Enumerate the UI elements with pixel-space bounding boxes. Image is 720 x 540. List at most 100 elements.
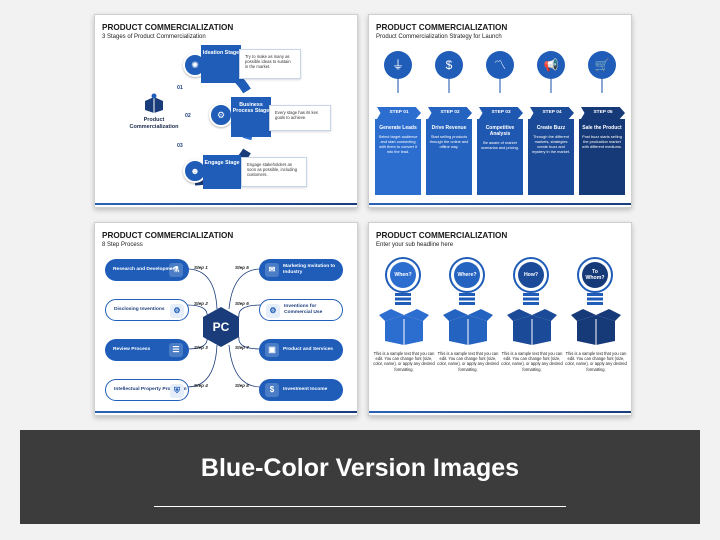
step-heading: Generate Leads [379,125,417,131]
stage-name: Ideation Stage [202,50,240,56]
slide-thumbnail-4[interactable]: PRODUCT COMMERCIALIZATION Enter your sub… [368,222,632,416]
slide-footer-line [369,411,631,413]
slide-thumbnail-1[interactable]: PRODUCT COMMERCIALIZATION 3 Stages of Pr… [94,14,358,208]
step-label: Step 6 [235,301,249,306]
step-text: Intellectual Property Protection [114,387,187,393]
step-desc: Select target audience and start connect… [378,134,418,154]
step-label: STEP 01 [377,107,421,119]
open-box-icon [571,309,621,345]
stage-box-2[interactable]: Business Process Stage [231,97,271,137]
bulb-label: How? [518,262,544,288]
process-step-4[interactable]: Intellectual Property Protection ⛨ [105,379,189,401]
step-card: Sale the Product Post buzz starts sellin… [579,119,625,195]
stage-name: Engage Stage [204,160,240,166]
process-step-1[interactable]: Research and Development ⚗ [105,259,189,281]
review-icon: ☰ [169,343,183,357]
stage-number-1: 01 [177,85,183,91]
slide-subtitle: 3 Stages of Product Commercialization [102,34,206,40]
process-step-8[interactable]: $ Investment Income [259,379,343,401]
slide-title: PRODUCT COMMERCIALIZATION [102,231,234,240]
bulb-outline [513,257,549,293]
marketing-icon: ✉ [265,263,279,277]
step-card: Generate Leads Select target audience an… [375,119,421,195]
open-box-icon [507,309,557,345]
slide-thumbnail-3[interactable]: PRODUCT COMMERCIALIZATION 8 Step Process… [94,222,358,416]
step-desc: Through the different markets, strategie… [531,134,571,154]
step-label: Step 2 [194,301,208,306]
step-text: Review Process [113,347,151,353]
step-text: Investment Income [283,387,328,393]
investment-icon: $ [265,383,279,397]
banner-underline [154,506,566,507]
slide-thumbnail-2[interactable]: PRODUCT COMMERCIALIZATION Product Commer… [368,14,632,208]
step-label: Step 8 [235,383,249,388]
stage-desc-1: Try to make as many as possible ideas to… [239,49,301,79]
slide-title: PRODUCT COMMERCIALIZATION [376,231,508,240]
caption-banner: Blue-Color Version Images [20,430,700,524]
stage-desc-2: Every stage has its ken goals to achieve… [269,105,331,131]
stage-desc-3: Engage stakeholders as soon as possible,… [241,157,307,187]
step-label: Step 3 [194,345,208,350]
megaphone-icon: 📢 [537,51,565,79]
cart-icon: 🛒 [588,51,616,79]
research-icon: ⚗ [169,263,183,277]
item-desc: This is a sample text that you can edit.… [501,351,563,372]
step-label: STEP 02 [428,107,472,119]
step-label: STEP 04 [530,107,574,119]
step-label: Step 4 [194,383,208,388]
step-heading: Create Buzz [536,125,566,131]
bulb-outline [577,257,613,293]
process-icon: ⚙ [209,103,233,127]
bulb-label: To Whom? [582,262,608,288]
slide-footer-line [369,203,631,205]
bulb-neck [459,293,475,305]
step-heading: Competitive Analysis [485,125,515,137]
slide-footer-line [95,203,357,205]
step-label: Step 5 [235,265,249,270]
process-step-6[interactable]: ⚙ Inventions for Commercial Use [259,299,343,321]
step-desc: Post buzz starts selling the production … [582,134,622,149]
dollar-icon: $ [435,51,463,79]
item-desc: This is a sample text that you can edit.… [373,351,435,372]
stage-number-2: 02 [185,113,191,119]
step-card: Competitive Analysis Be aware of market … [477,119,523,195]
bulb-neck [523,293,539,305]
slide-subtitle: Enter your sub headline here [376,242,454,248]
hub-label: Product Commercialization [129,117,179,130]
bulb-label: Where? [454,262,480,288]
process-step-2[interactable]: Disclosing Inventions ⚙ [105,299,189,321]
step-card: Create Buzz Through the different market… [528,119,574,195]
bulb-label: When? [390,262,416,288]
product-icon: ▣ [265,343,279,357]
step-label: STEP 05 [581,107,625,119]
slide-subtitle: 8 Step Process [102,242,143,248]
stage-number-3: 03 [177,143,183,149]
open-box-icon [379,309,429,345]
step-label: STEP 03 [479,107,523,119]
commercial-icon: ⚙ [266,304,280,318]
step-desc: Be aware of market scenarios and pricing… [481,140,519,150]
bulb-outline [449,257,485,293]
step-text: Research and Development [113,267,178,273]
bulb-outline [385,257,421,293]
funnel-icon: ⏚ [384,51,412,79]
connector-line [550,79,552,93]
chart-icon: 〽 [486,51,514,79]
stage-box-3[interactable]: Engage Stage [203,155,241,189]
stage-name: Business Process Stage [232,102,270,115]
step-text: Disclosing Inventions [114,307,165,313]
process-step-5[interactable]: ✉ Marketing Invitation to Industry [259,259,343,281]
process-step-3[interactable]: Review Process ☰ [105,339,189,361]
step-heading: Sale the Product [582,125,622,131]
bulb-neck [395,293,411,305]
stage-box-1[interactable]: Ideation Stage [201,45,241,83]
connector-line [499,79,501,93]
process-step-7[interactable]: ▣ Product and Services [259,339,343,361]
connector-line [448,79,450,93]
slide-subtitle: Product Commercialization Strategy for L… [376,34,502,40]
step-label: Step 7 [235,345,249,350]
step-card: Drive Revenue Start selling products thr… [426,119,472,195]
step-text: Inventions for Commercial Use [284,304,323,315]
open-box-icon [443,309,493,345]
